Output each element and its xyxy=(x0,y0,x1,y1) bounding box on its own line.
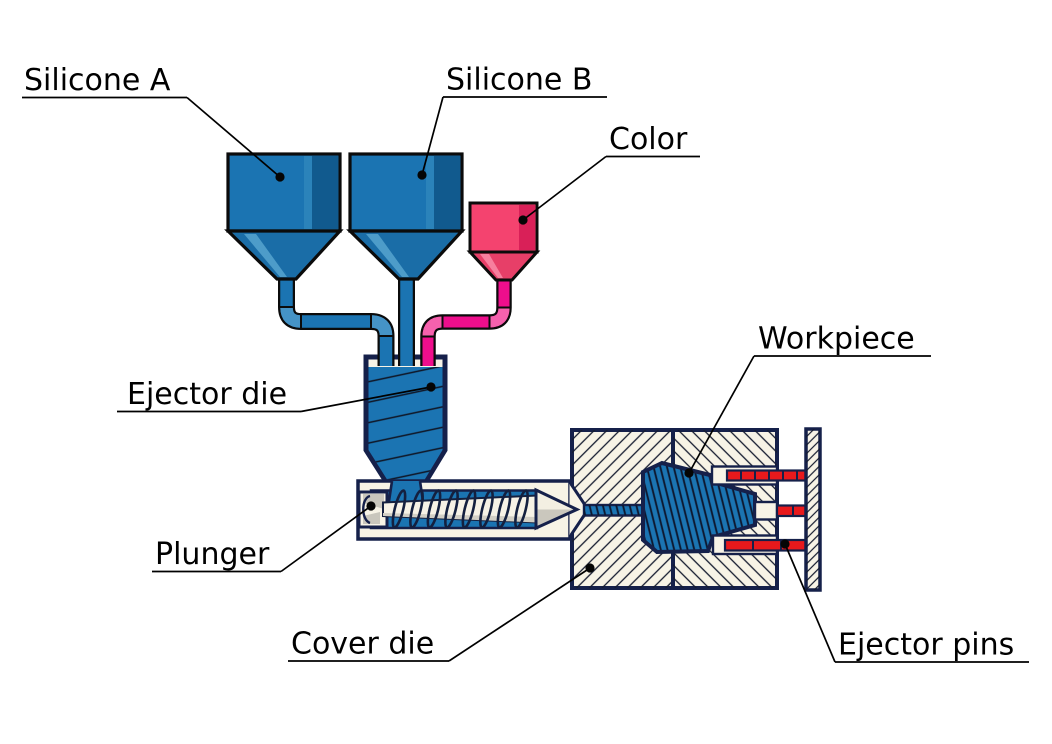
nozzle-cone xyxy=(534,487,581,531)
pipe-silicone-a xyxy=(278,277,395,366)
hopper-b-funnel-highlight xyxy=(366,234,409,277)
hopper-a-midband xyxy=(304,156,312,229)
pipe-a-joints xyxy=(278,306,394,337)
hopper-a-funnel-highlight xyxy=(244,234,287,277)
ejector-plate xyxy=(804,427,822,592)
hopper-b-shade xyxy=(434,156,460,229)
hopper-color-funnel-highlight xyxy=(480,254,503,278)
leader-lines xyxy=(22,96,1029,663)
leader-workpiece xyxy=(688,355,755,474)
dot-ejector-pins xyxy=(780,539,790,549)
leader-ejector-pins xyxy=(784,543,836,663)
label-silicone-b: Silicone B xyxy=(446,63,592,98)
leader-silicone-a xyxy=(186,96,281,178)
dot-plunger xyxy=(366,501,376,511)
dot-silicone-a xyxy=(275,172,285,182)
hopper-b-midband xyxy=(426,156,434,229)
leader-cover-die xyxy=(448,567,591,662)
hopper-silicone-a xyxy=(224,152,344,281)
pipe-color xyxy=(420,279,512,366)
hopper-color xyxy=(466,201,541,282)
label-texts: Silicone A Silicone B Color Ejector die … xyxy=(24,63,1014,663)
label-ejector-die: Ejector die xyxy=(127,377,287,412)
label-workpiece: Workpiece xyxy=(758,322,915,357)
leader-plunger xyxy=(280,505,372,573)
hopper-b-funnel xyxy=(346,229,466,281)
dot-silicone-b xyxy=(417,170,427,180)
dot-cover-die xyxy=(585,563,595,573)
hopper-color-funnel xyxy=(466,250,541,282)
ejector-pin-bottom xyxy=(723,538,810,552)
hopper-a-shade xyxy=(312,156,338,229)
leader-color xyxy=(522,155,607,221)
label-color: Color xyxy=(609,122,688,157)
mixer-body xyxy=(368,367,443,492)
screw xyxy=(382,489,538,529)
plunger-clip xyxy=(362,494,371,525)
dot-color xyxy=(518,215,528,225)
leader-dots xyxy=(275,170,790,573)
dot-ejector-die xyxy=(426,382,436,392)
label-plunger: Plunger xyxy=(155,537,270,572)
hopper-a-funnel xyxy=(224,229,344,281)
mold-assembly xyxy=(534,427,822,592)
label-cover-die: Cover die xyxy=(291,627,434,662)
leader-ejector-die xyxy=(300,386,432,413)
label-silicone-a: Silicone A xyxy=(24,63,171,98)
ejector-pin-top xyxy=(725,469,810,482)
dot-workpiece xyxy=(684,468,694,478)
annotations: Silicone A Silicone B Color Ejector die … xyxy=(22,63,1029,663)
pipe-color-joints xyxy=(420,306,512,338)
pin-bore-middle xyxy=(753,500,779,521)
sprue-channel xyxy=(582,503,648,517)
hopper-silicone-b xyxy=(346,152,466,281)
leader-silicone-b xyxy=(421,96,444,176)
workpiece xyxy=(641,460,757,555)
screw-flights xyxy=(391,489,529,529)
label-ejector-pins: Ejector pins xyxy=(838,628,1014,663)
